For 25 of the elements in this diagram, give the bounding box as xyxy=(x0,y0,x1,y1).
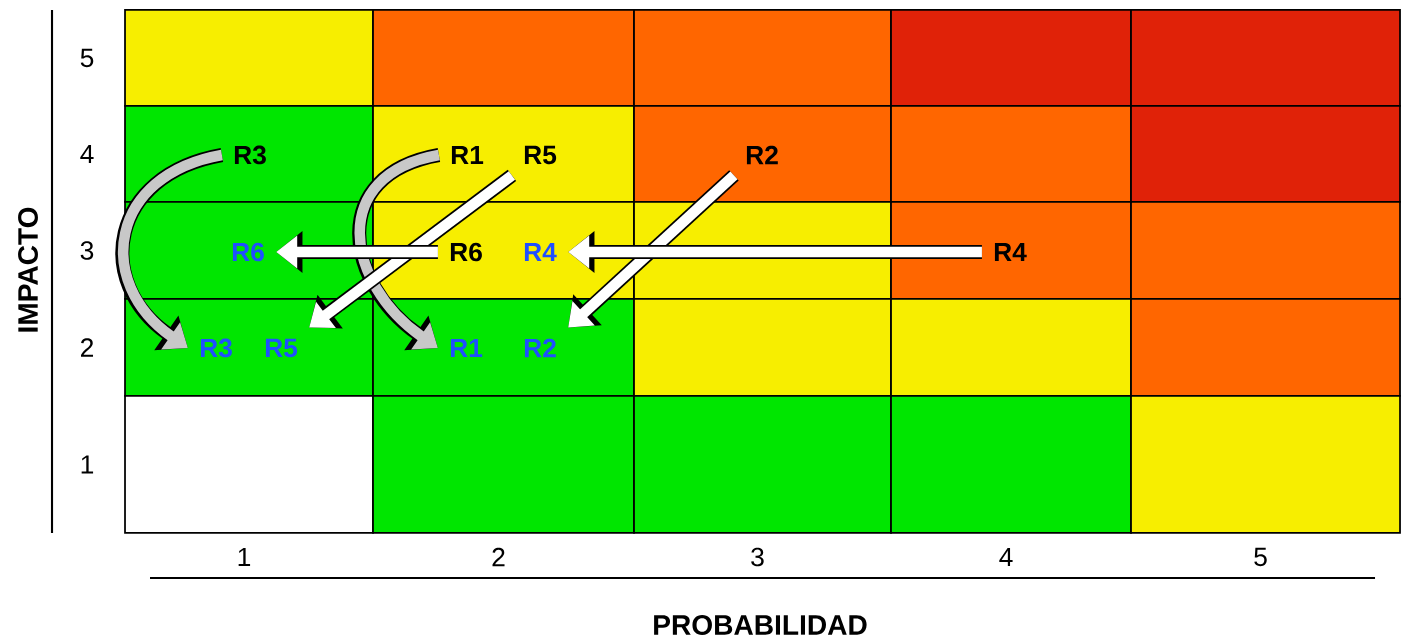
risk-label: R3 xyxy=(234,145,266,165)
risk-label: R4 xyxy=(994,242,1027,262)
risk-label: R3 xyxy=(200,338,232,358)
tick-label: 4 xyxy=(80,144,94,164)
tick-label: 3 xyxy=(751,547,764,567)
tick-label: 1 xyxy=(81,455,94,474)
risk-label: R4 xyxy=(524,242,557,262)
tick-label: 4 xyxy=(999,547,1013,567)
risk-label: R5 xyxy=(265,338,298,358)
tick-label: 3 xyxy=(80,241,94,260)
tick-label: 5 xyxy=(80,48,94,68)
axis-title: IMPACTO xyxy=(18,207,38,332)
tick-label: 2 xyxy=(81,338,93,357)
risk-label: R6 xyxy=(232,242,264,262)
risk-label: R1 xyxy=(451,145,484,165)
tick-label: 2 xyxy=(492,547,505,567)
risk-label: R2 xyxy=(524,338,556,358)
risk-label: R2 xyxy=(746,145,778,165)
tick-label: 5 xyxy=(1254,547,1267,567)
block-arrow xyxy=(568,170,739,328)
tick-label: 1 xyxy=(238,547,251,567)
risk-label: R1 xyxy=(450,338,483,358)
risk-label: R6 xyxy=(450,242,482,262)
risk-label: R5 xyxy=(524,145,557,165)
axis-title: PROBABILIDAD xyxy=(654,615,867,635)
